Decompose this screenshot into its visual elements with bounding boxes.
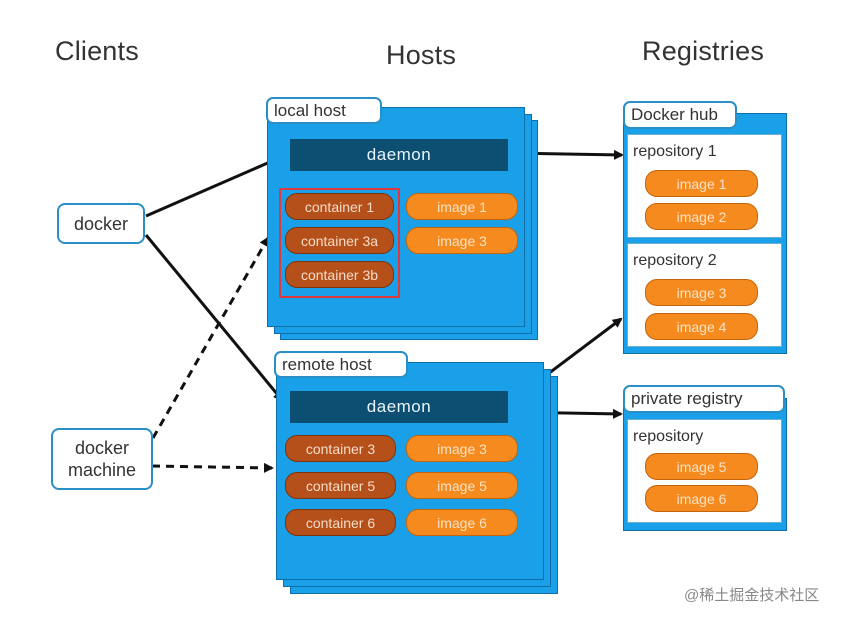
local-image-3[interactable]: image 3: [406, 227, 518, 254]
docker-machine-label-line2: machine: [67, 460, 137, 480]
remote-image-5[interactable]: image 5: [406, 472, 518, 499]
local-image-1[interactable]: image 1: [406, 193, 518, 220]
private-repository-title: repository: [633, 428, 704, 445]
docker-machine-label-line1: docker: [74, 438, 130, 458]
docker-hub-label: Docker hub: [623, 101, 737, 129]
local-daemon-bar[interactable]: daemon: [290, 139, 508, 171]
docker-machine-client-box[interactable]: docker machine: [51, 428, 153, 490]
remote-container-5[interactable]: container 5: [285, 472, 396, 499]
docker-client-label: docker: [73, 213, 129, 234]
repository-2-title: repository 2: [633, 252, 717, 269]
local-container-3b[interactable]: container 3b: [285, 261, 394, 288]
container-highlight-frame: [279, 188, 400, 298]
hub-repo2-image-4[interactable]: image 4: [645, 313, 758, 340]
clients-column-title: Clients: [55, 36, 139, 66]
hosts-column-title: Hosts: [386, 40, 457, 70]
remote-host-label: remote host: [274, 351, 408, 378]
remote-container-6[interactable]: container 6: [285, 509, 396, 536]
hub-repo1-image-2[interactable]: image 2: [645, 203, 758, 230]
local-container-3a[interactable]: container 3a: [285, 227, 394, 254]
hub-repo2-image-3[interactable]: image 3: [645, 279, 758, 306]
local-container-1[interactable]: container 1: [285, 193, 394, 220]
hub-repo1-image-1[interactable]: image 1: [645, 170, 758, 197]
remote-container-3[interactable]: container 3: [285, 435, 396, 462]
local-host-label: local host: [266, 97, 382, 124]
docker-client-box[interactable]: docker: [57, 203, 145, 244]
remote-image-6[interactable]: image 6: [406, 509, 518, 536]
repository-1-title: repository 1: [633, 143, 717, 160]
arrow-machine-to-remote: [151, 462, 274, 473]
private-image-6[interactable]: image 6: [645, 485, 758, 512]
arrow-machine-to-local: [151, 236, 270, 439]
remote-image-3[interactable]: image 3: [406, 435, 518, 462]
private-registry-label: private registry: [623, 385, 785, 413]
arrow-docker-to-remote: [144, 234, 284, 402]
private-image-5[interactable]: image 5: [645, 453, 758, 480]
remote-daemon-bar[interactable]: daemon: [290, 391, 508, 423]
registries-column-title: Registries: [642, 36, 765, 66]
arrow-docker-to-local: [145, 153, 288, 218]
watermark-text: @稀土掘金技术社区: [684, 587, 820, 604]
